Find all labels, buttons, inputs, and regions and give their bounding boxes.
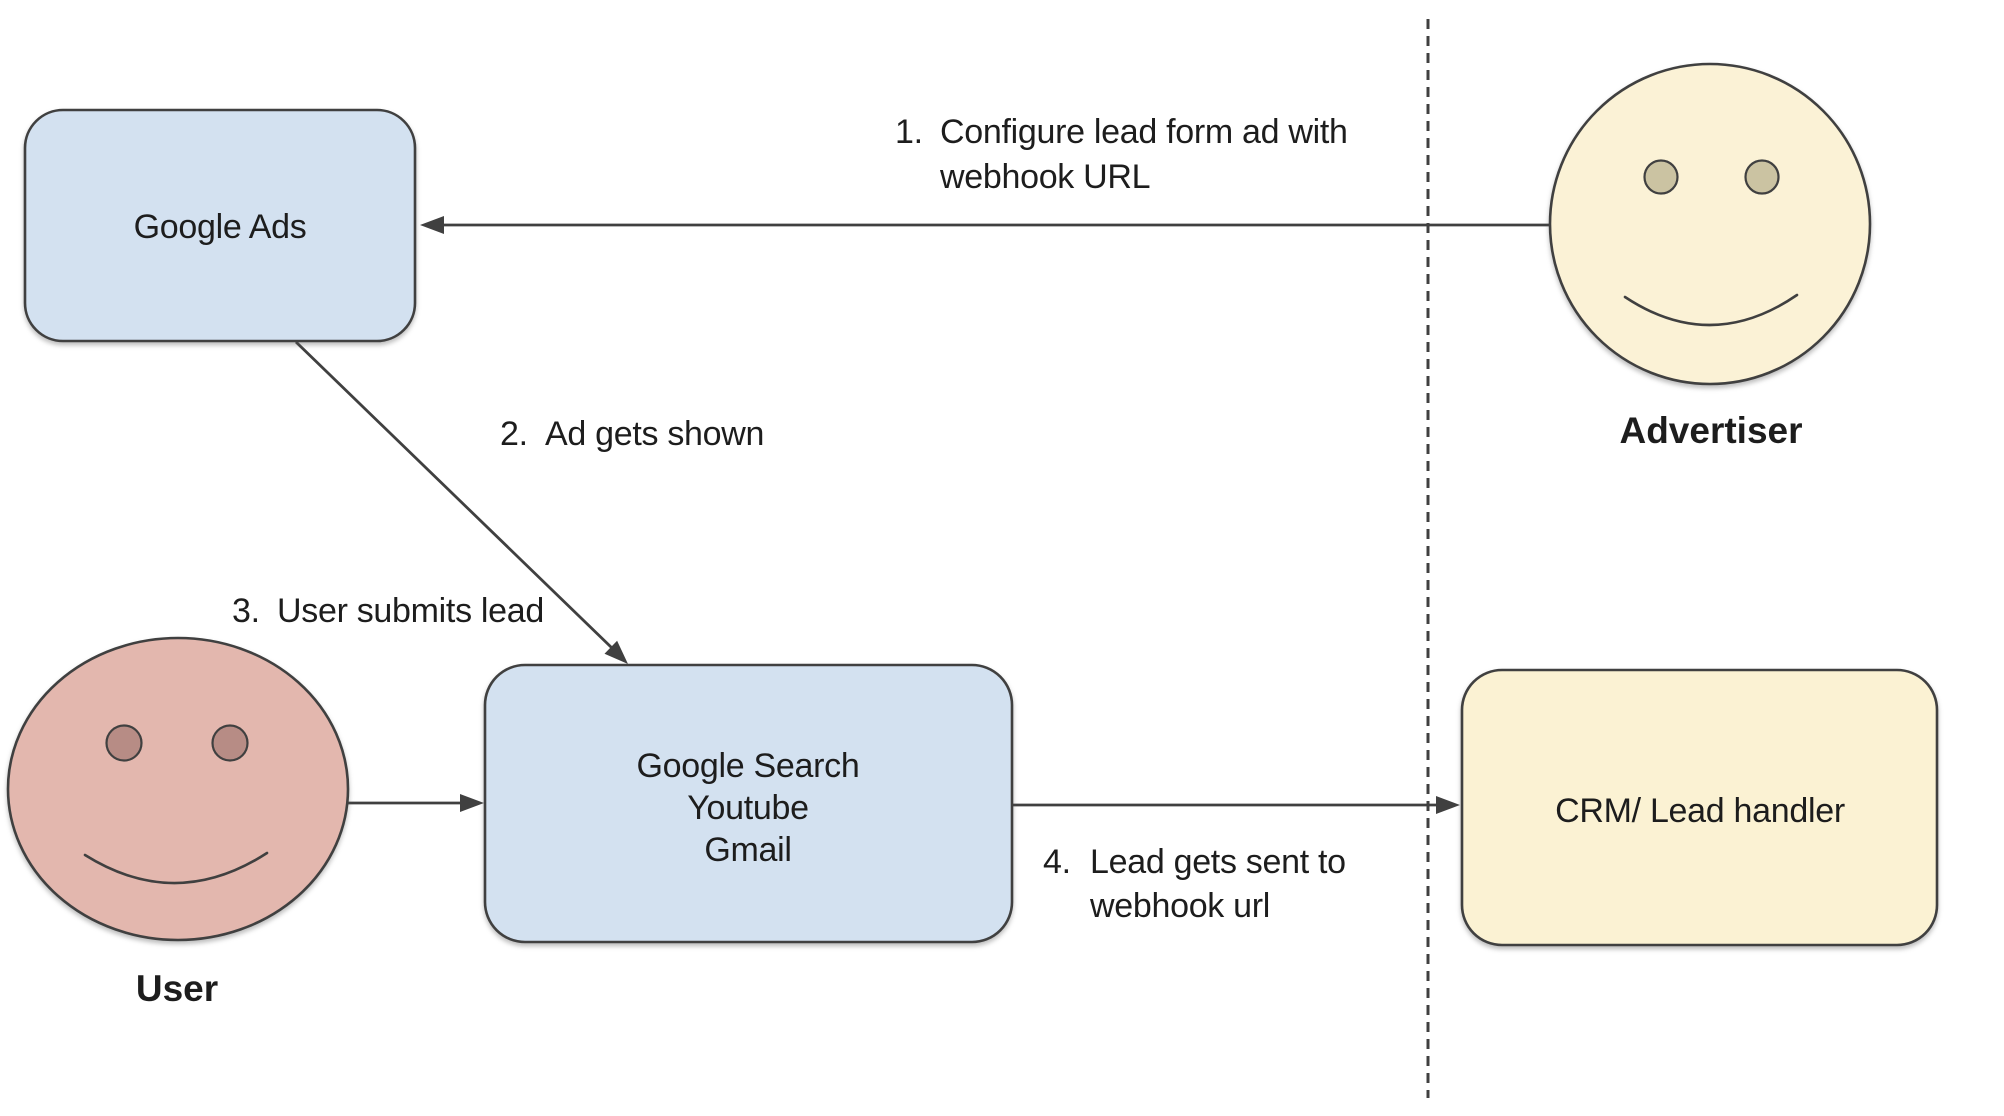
user-left-eye-icon <box>105 724 143 762</box>
arrow-line <box>295 340 613 650</box>
step2-label: 2. Ad gets shown <box>500 415 764 453</box>
user-actor: User <box>6 636 350 1009</box>
arrow-advertiser-to-google-ads <box>420 216 1550 234</box>
user-label: User <box>136 968 218 1009</box>
step4-text-line1: Lead gets sent to <box>1090 843 1346 881</box>
step4-label: 4. Lead gets sent to webhook url <box>1043 843 1346 925</box>
arrowhead-icon <box>420 216 444 234</box>
google-surfaces-node: Google Search Youtube Gmail <box>483 663 1014 944</box>
advertiser-right-eye-icon <box>1744 159 1780 195</box>
arrowhead-icon <box>460 794 484 812</box>
google-surfaces-label-line1: Google Search <box>637 747 860 785</box>
arrow-user-to-surfaces <box>347 794 484 812</box>
crm-node: CRM/ Lead handler <box>1460 668 1939 947</box>
advertiser-left-eye-icon <box>1643 159 1679 195</box>
crm-label: CRM/ Lead handler <box>1555 792 1845 830</box>
user-right-eye-icon <box>211 724 249 762</box>
advertiser-smile-icon <box>1623 293 1799 327</box>
step3-text: User submits lead <box>277 592 544 630</box>
step3-label: 3. User submits lead <box>232 592 544 630</box>
arrow-google-ads-to-surfaces <box>295 340 628 664</box>
advertiser-face-icon <box>1548 62 1872 386</box>
step3-number: 3. <box>232 592 260 630</box>
crm-box <box>1460 668 1939 947</box>
step2-number: 2. <box>500 415 528 453</box>
step1-label: 1. Configure lead form ad with webhook U… <box>895 113 1348 196</box>
arrowhead-icon <box>1436 796 1460 814</box>
google-ads-box <box>23 108 417 343</box>
google-surfaces-box <box>483 663 1014 944</box>
step4-number: 4. <box>1043 843 1071 881</box>
step1-number: 1. <box>895 113 923 151</box>
step4-text-line2: webhook url <box>1089 887 1270 925</box>
google-surfaces-label-line3: Gmail <box>704 831 791 869</box>
step1-text-line1: Configure lead form ad with <box>940 113 1348 151</box>
arrowhead-icon <box>604 640 628 664</box>
step2-text: Ad gets shown <box>545 415 764 453</box>
user-face-icon <box>6 636 350 942</box>
step1-text-line2: webhook URL <box>939 158 1150 196</box>
arrow-surfaces-to-crm <box>1012 796 1460 814</box>
google-ads-node: Google Ads <box>23 108 417 343</box>
google-ads-label: Google Ads <box>134 208 307 246</box>
advertiser-label: Advertiser <box>1619 410 1802 451</box>
user-smile-icon <box>83 851 269 885</box>
google-surfaces-label-line2: Youtube <box>687 789 808 827</box>
advertiser-actor: Advertiser <box>1548 62 1872 451</box>
